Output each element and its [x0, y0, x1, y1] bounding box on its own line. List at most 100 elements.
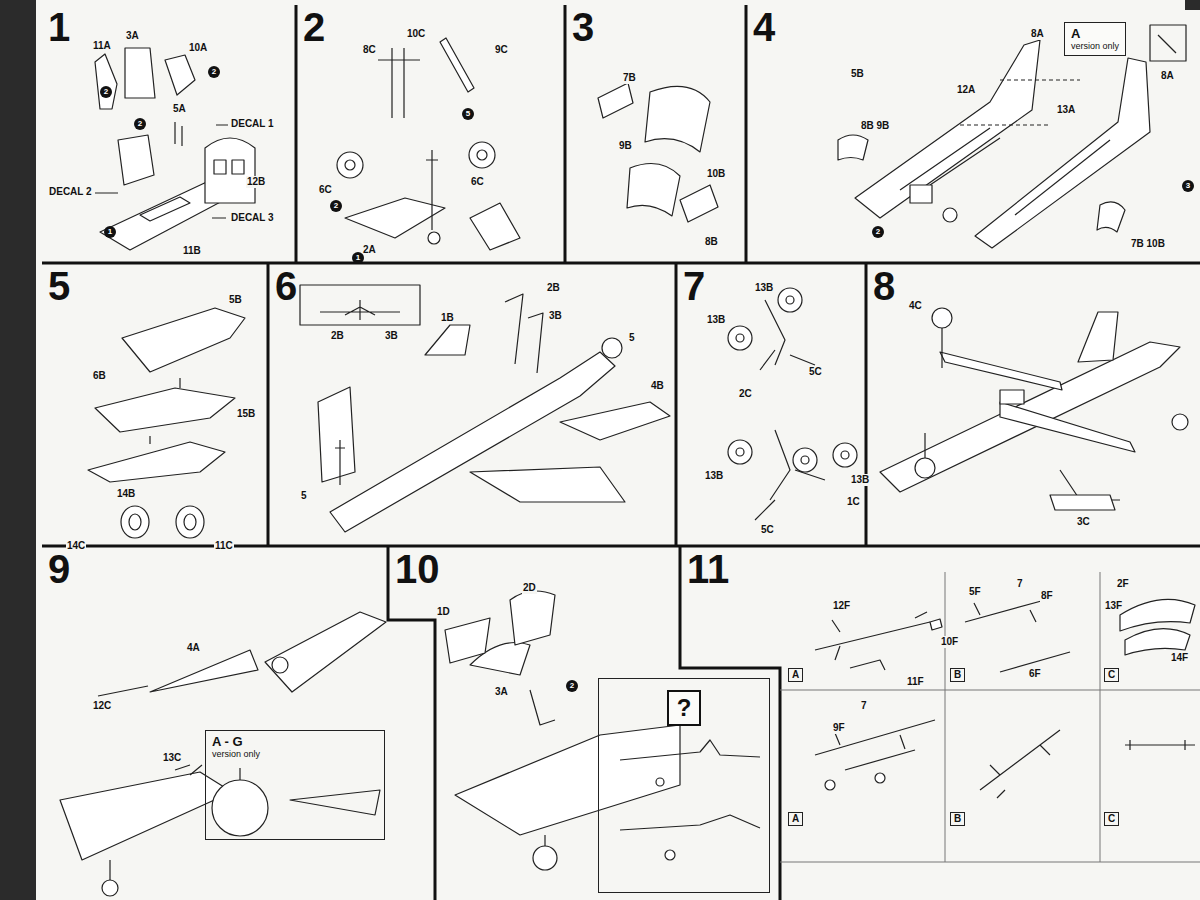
sub-divider — [1100, 572, 1101, 862]
alternative-inset: ? — [598, 678, 770, 893]
part-drawing — [240, 768, 380, 815]
sub-divider — [945, 572, 946, 862]
part-drawing — [980, 730, 1060, 798]
part-drawing — [943, 208, 957, 222]
part-number: 4A — [186, 642, 201, 654]
sub-divider — [780, 690, 1200, 691]
part-drawing — [833, 443, 857, 467]
part-drawing — [960, 80, 1080, 125]
part-drawing — [335, 440, 345, 485]
part-drawing — [505, 294, 543, 373]
part-drawing — [337, 152, 363, 178]
part-drawing — [470, 467, 625, 502]
part-drawing — [645, 86, 710, 152]
panel-divider — [42, 5, 1200, 900]
step-number: 4 — [753, 7, 775, 47]
part-drawing — [1050, 495, 1115, 510]
panel-divider — [745, 5, 748, 263]
paint-callout: 2 — [100, 86, 112, 98]
part-number: 5 — [300, 490, 308, 502]
part-number: 1D — [436, 606, 451, 618]
part-number: 12C — [92, 700, 112, 712]
part-number: 13B — [704, 470, 724, 482]
part-drawing — [1097, 202, 1125, 232]
step-number: 10 — [395, 549, 440, 589]
part-number: 2D — [522, 582, 537, 594]
part-drawing — [300, 285, 420, 325]
part-number: 3B — [384, 330, 399, 342]
part-number: 3A — [125, 30, 140, 42]
step-number: 1 — [48, 7, 70, 47]
part-drawing — [510, 591, 555, 645]
step-number: 7 — [683, 266, 705, 306]
part-drawing — [880, 342, 1180, 492]
part-number: 13B — [754, 282, 774, 294]
part-drawing — [793, 448, 817, 472]
step-number: 3 — [572, 7, 594, 47]
part-drawing — [728, 326, 752, 350]
part-drawing — [95, 125, 228, 218]
part-drawing — [975, 58, 1150, 248]
part-drawing — [425, 325, 470, 355]
part-drawing — [930, 619, 942, 630]
part-drawing — [265, 612, 386, 692]
part-drawing — [205, 138, 255, 203]
part-number: 5A — [172, 103, 187, 115]
part-number: 2C — [738, 388, 753, 400]
part-drawing — [176, 506, 204, 538]
paint-callout: 3 — [1182, 180, 1194, 192]
part-drawing — [118, 135, 154, 185]
version-inset: Aversion only — [1064, 22, 1126, 56]
part-number: 13F — [1104, 600, 1123, 612]
version-letter: A - G — [212, 734, 378, 749]
paint-callout: 2 — [208, 66, 220, 78]
part-number: 10C — [406, 28, 426, 40]
part-drawing — [845, 750, 915, 770]
part-drawing — [320, 300, 400, 320]
part-drawing — [129, 514, 141, 530]
part-number: 8A — [1030, 28, 1045, 40]
step-panel: 5 — [42, 264, 268, 546]
part-drawing — [102, 880, 118, 896]
part-number: 7B — [622, 72, 637, 84]
part-drawing — [184, 514, 196, 530]
part-drawing — [910, 185, 932, 203]
part-number: 11B — [182, 245, 202, 257]
version-letter: A — [788, 668, 803, 682]
step-number: 2 — [303, 7, 325, 47]
version-letter: B — [950, 668, 965, 682]
part-drawing — [175, 122, 182, 146]
part-number: 4B — [650, 380, 665, 392]
part-number: 1B — [440, 312, 455, 324]
part-drawing — [598, 83, 633, 118]
part-drawing — [530, 690, 555, 725]
part-number: 5F — [968, 586, 982, 598]
part-number: 11C — [214, 540, 234, 552]
step-panel: 9A - Gversion only — [42, 547, 388, 900]
part-drawing — [125, 48, 155, 98]
part-drawing — [165, 55, 195, 95]
part-drawing — [838, 135, 868, 160]
panel-divider — [42, 262, 1200, 265]
part-number: 13B — [706, 314, 726, 326]
part-number: 3C — [1076, 516, 1091, 528]
part-number: 10F — [940, 636, 959, 648]
part-drawing — [815, 720, 935, 755]
part-number: 7 — [860, 700, 868, 712]
part-drawing — [95, 388, 235, 432]
part-number: 2B — [546, 282, 561, 294]
part-number: DECAL 2 — [48, 186, 93, 198]
part-drawing — [728, 440, 752, 464]
part-drawing — [760, 300, 815, 370]
part-number: 8C — [362, 44, 377, 56]
part-drawing — [801, 456, 809, 464]
part-drawing — [214, 160, 226, 174]
part-number: 5 — [628, 332, 636, 344]
paint-callout: 2 — [566, 680, 578, 692]
step-panel: 7 — [677, 264, 866, 546]
part-number: 8A — [1160, 70, 1175, 82]
step-panel: 6 — [269, 264, 676, 546]
step-panel: 10? — [389, 547, 680, 900]
part-number: 14F — [1170, 652, 1189, 664]
